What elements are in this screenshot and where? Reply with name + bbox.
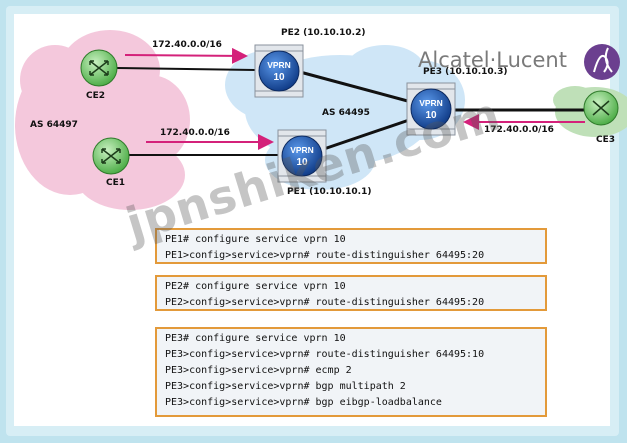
link-pe1-pe3	[314, 116, 416, 154]
pe2-label: PE2 (10.10.10.2)	[281, 28, 366, 38]
ce1-router-icon	[92, 137, 130, 175]
config-block-pe3: PE3# configure service vprn 10 PE3>confi…	[155, 327, 547, 417]
pe2-vprn-label: VPRN	[267, 60, 291, 70]
config-line: PE2>config>service>vprn# route-distingui…	[165, 297, 485, 308]
vprn-pe3-icon	[410, 88, 452, 130]
vprn-pe2-icon	[258, 50, 300, 92]
prefix-label-ce2: 172.40.0.0/16	[152, 40, 222, 50]
config-block-pe2: PE2# configure service vprn 10 PE2>confi…	[155, 275, 547, 311]
pe1-vprn-id: 10	[296, 157, 308, 168]
config-line: PE3# configure service vprn 10	[165, 333, 346, 344]
prefix-label-ce3: 172.40.0.0/16	[484, 125, 554, 135]
router-pe3: VPRN 10	[406, 82, 456, 136]
pe1-vprn-label: VPRN	[290, 145, 314, 155]
pe3-vprn-label: VPRN	[419, 98, 443, 108]
link-ce2-pe2	[115, 67, 256, 71]
config-line: PE3>config>service>vprn# route-distingui…	[165, 349, 485, 360]
left-as-label: AS 64497	[30, 120, 78, 130]
vprn-pe1-icon	[281, 135, 323, 177]
alcatel-lucent-wordmark: Alcatel·Lucent	[418, 48, 567, 72]
pe2-vprn-id: 10	[273, 72, 285, 83]
arrow-ce2-prefix	[124, 47, 248, 64]
config-line: PE3>config>service>vprn# bgp eibgp-loadb…	[165, 397, 442, 408]
link-pe2-pe3	[299, 70, 416, 105]
router-pe2: VPRN 10	[254, 44, 304, 98]
ce2-router-icon	[80, 49, 118, 87]
config-line: PE3>config>service>vprn# ecmp 2	[165, 365, 352, 376]
config-line: PE2# configure service vprn 10	[165, 281, 346, 292]
alcatel-lucent-logo-icon	[584, 44, 620, 80]
ce3-label: CE3	[596, 135, 616, 145]
ce1-label: CE1	[106, 178, 126, 188]
config-block-pe1: PE1# configure service vprn 10 PE1>confi…	[155, 228, 547, 264]
pe3-vprn-id: 10	[425, 110, 437, 121]
config-line: PE3>config>service>vprn# bgp multipath 2	[165, 381, 406, 392]
config-line: PE1# configure service vprn 10	[165, 234, 346, 245]
ce3-router-icon	[583, 90, 619, 126]
config-line: PE1>config>service>vprn# route-distingui…	[165, 250, 485, 261]
router-pe1: VPRN 10	[277, 129, 327, 183]
core-as-label: AS 64495	[322, 108, 370, 118]
prefix-label-ce1: 172.40.0.0/16	[160, 128, 230, 138]
pe3-label: PE3 (10.10.10.3)	[423, 67, 508, 77]
pe1-label: PE1 (10.10.10.1)	[287, 187, 372, 197]
ce2-label: CE2	[86, 91, 106, 101]
